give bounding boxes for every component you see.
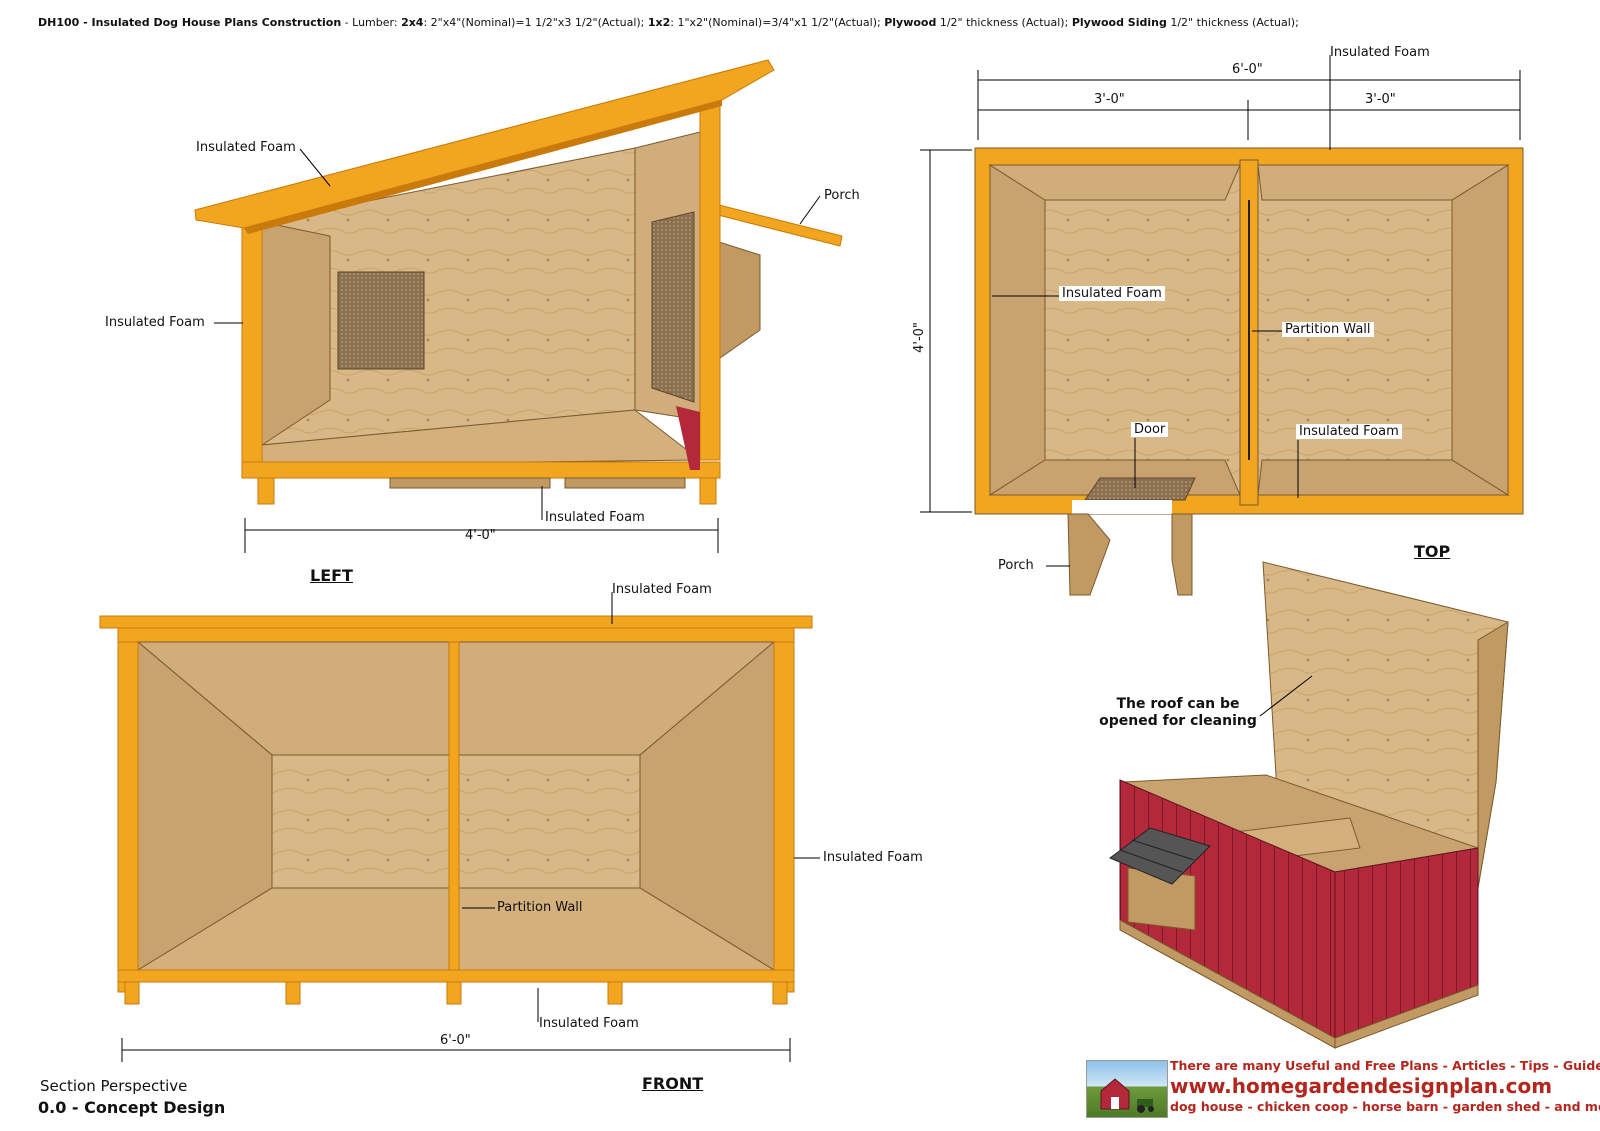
- front-width-dimension: 6'-0": [440, 1033, 471, 1048]
- top-left-half-dimension: 3'-0": [1094, 92, 1125, 107]
- left-width-dimension: 4'-0": [465, 528, 496, 543]
- header-1x2-name: 1x2: [647, 16, 671, 29]
- top-partition-label: Partition Wall: [1282, 322, 1374, 337]
- header-lumber-label: - Lumber:: [341, 16, 402, 29]
- left-wall-foam-label: Insulated Foam: [105, 315, 205, 330]
- section-label: Section Perspective: [40, 1077, 188, 1095]
- top-view-title: TOP: [1414, 542, 1451, 561]
- front-partition-label: Partition Wall: [497, 900, 583, 915]
- top-left-foam-label: Insulated Foam: [1059, 286, 1165, 301]
- top-right-foam-label: Insulated Foam: [1296, 424, 1402, 439]
- header-2x4-name: 2x4: [401, 16, 424, 29]
- left-view-title: LEFT: [310, 566, 353, 585]
- top-depth-dimension: 4'-0": [911, 322, 927, 353]
- top-right-half-dimension: 3'-0": [1365, 92, 1396, 107]
- top-overall-dimension: 6'-0": [1232, 62, 1263, 77]
- top-porch-label: Porch: [998, 558, 1034, 573]
- front-roof-foam-label: Insulated Foam: [612, 582, 712, 597]
- header-plywood-name: Plywood: [884, 16, 937, 29]
- left-view-drawing: [194, 59, 843, 553]
- header-siding-spec: 1/2" thickness (Actual);: [1166, 16, 1299, 29]
- front-side-foam-label: Insulated Foam: [823, 850, 923, 865]
- roof-open-note: The roof can be opened for cleaning: [1078, 696, 1278, 730]
- drawing-header: DH100 - Insulated Dog House Plans Constr…: [38, 16, 1299, 29]
- brand-tagline: There are many Useful and Free Plans - A…: [1170, 1058, 1600, 1073]
- header-1x2-spec: : 1"x2"(Nominal)=3/4"x1 1/2"(Actual);: [670, 16, 885, 29]
- perspective-drawing: [1109, 561, 1509, 1049]
- brand-url-link[interactable]: www.homegardendesignplan.com: [1170, 1074, 1553, 1098]
- barn-icon: [1100, 1078, 1154, 1113]
- front-view-drawing: [99, 592, 820, 1062]
- header-code: DH100 - Insulated Dog House Plans Constr…: [38, 16, 342, 29]
- top-door-label: Door: [1131, 422, 1169, 437]
- front-view-title: FRONT: [642, 1074, 704, 1093]
- brand-categories: dog house - chicken coop - horse barn - …: [1170, 1099, 1600, 1114]
- design-label: 0.0 - Concept Design: [38, 1098, 226, 1117]
- header-plywood-spec: 1/2" thickness (Actual);: [936, 16, 1072, 29]
- left-roof-foam-label: Insulated Foam: [196, 140, 296, 155]
- left-porch-label: Porch: [824, 188, 860, 203]
- top-view-drawing: [920, 55, 1524, 596]
- header-siding-name: Plywood Siding: [1071, 16, 1167, 29]
- top-foam-label: Insulated Foam: [1330, 45, 1430, 60]
- left-floor-foam-label: Insulated Foam: [545, 510, 645, 525]
- roof-open-note-line2: opened for cleaning: [1099, 713, 1257, 729]
- header-2x4-spec: : 2"x4"(Nominal)=1 1/2"x3 1/2"(Actual);: [423, 16, 648, 29]
- site-logo: [1086, 1060, 1168, 1118]
- front-floor-foam-label: Insulated Foam: [539, 1016, 639, 1031]
- roof-open-note-line1: The roof can be: [1116, 696, 1240, 712]
